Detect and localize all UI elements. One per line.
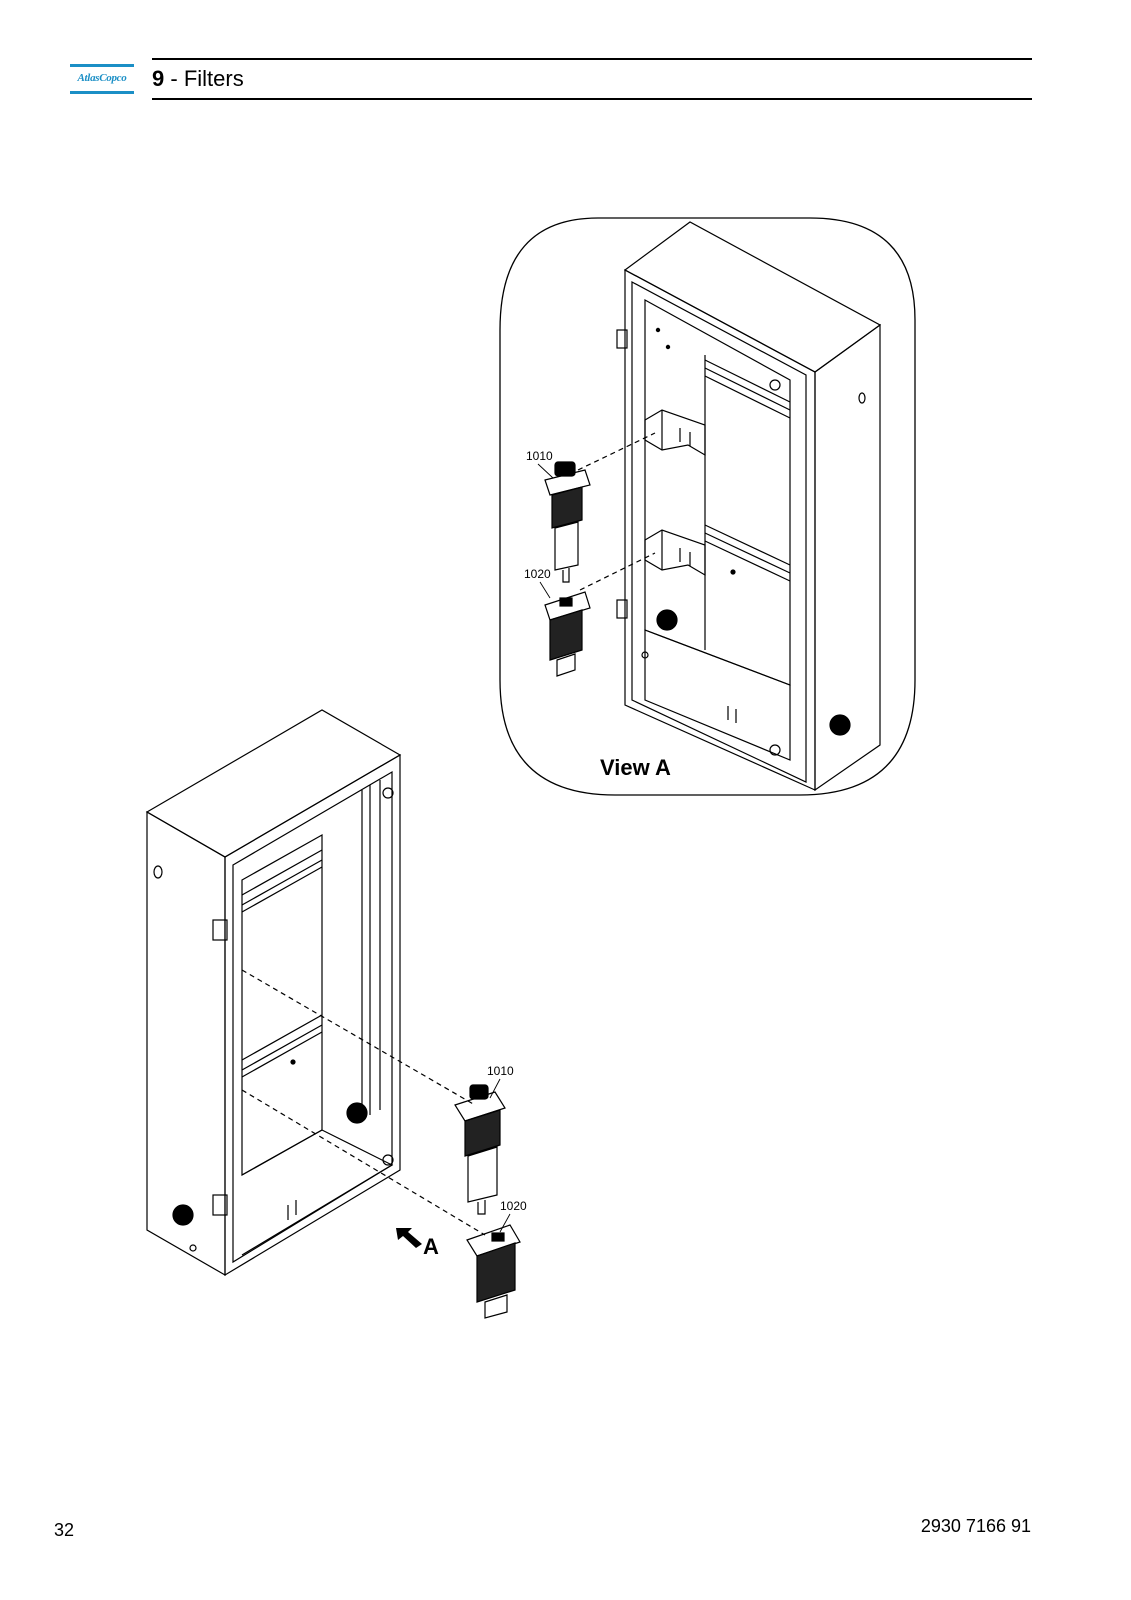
header-rule-top — [152, 58, 1032, 60]
page-number: 32 — [54, 1520, 75, 1540]
view-a-filter-1020 — [544, 591, 591, 677]
view-a-label: View A — [600, 755, 671, 780]
main-callout-1020: 1020 — [500, 1199, 527, 1213]
section-title-text: Filters — [183, 66, 244, 91]
main-filter-1020 — [466, 1224, 521, 1319]
logo-bar-top — [70, 64, 134, 67]
header-rule-bottom — [152, 98, 1032, 100]
main-cabinet — [145, 709, 402, 1277]
view-a-callout-1010: 1010 — [526, 449, 553, 463]
view-a-callout-1020: 1020 — [524, 567, 551, 581]
atlas-copco-logo: AtlasCopco — [70, 64, 134, 94]
view-direction-label: A — [423, 1234, 439, 1259]
view-a-frame — [499, 217, 916, 796]
view-a-leader-top — [577, 432, 656, 471]
main-leader-top — [241, 969, 476, 1106]
logo-text: AtlasCopco — [77, 72, 127, 84]
view-direction-arrow — [396, 1228, 422, 1248]
main-callout-1010: 1010 — [487, 1064, 514, 1078]
view-a-cabinet — [616, 221, 882, 792]
view-a-filter-1010 — [544, 461, 591, 583]
main-view: 1010 1020 A — [145, 709, 527, 1319]
view-a-detail: 1010 1020 View A — [499, 217, 916, 796]
section-number: 9 — [152, 66, 165, 91]
view-a-leader-bottom — [579, 552, 656, 591]
main-filter-1010 — [454, 1084, 506, 1215]
document-number: 2930 7166 91 — [920, 1516, 1031, 1536]
page-header: AtlasCopco 9 - Filters — [70, 58, 1032, 104]
section-title: 9 - Filters — [152, 66, 244, 92]
main-leader-bottom — [241, 1089, 486, 1236]
logo-bar-bottom — [70, 91, 134, 94]
section-separator: - — [164, 66, 184, 91]
